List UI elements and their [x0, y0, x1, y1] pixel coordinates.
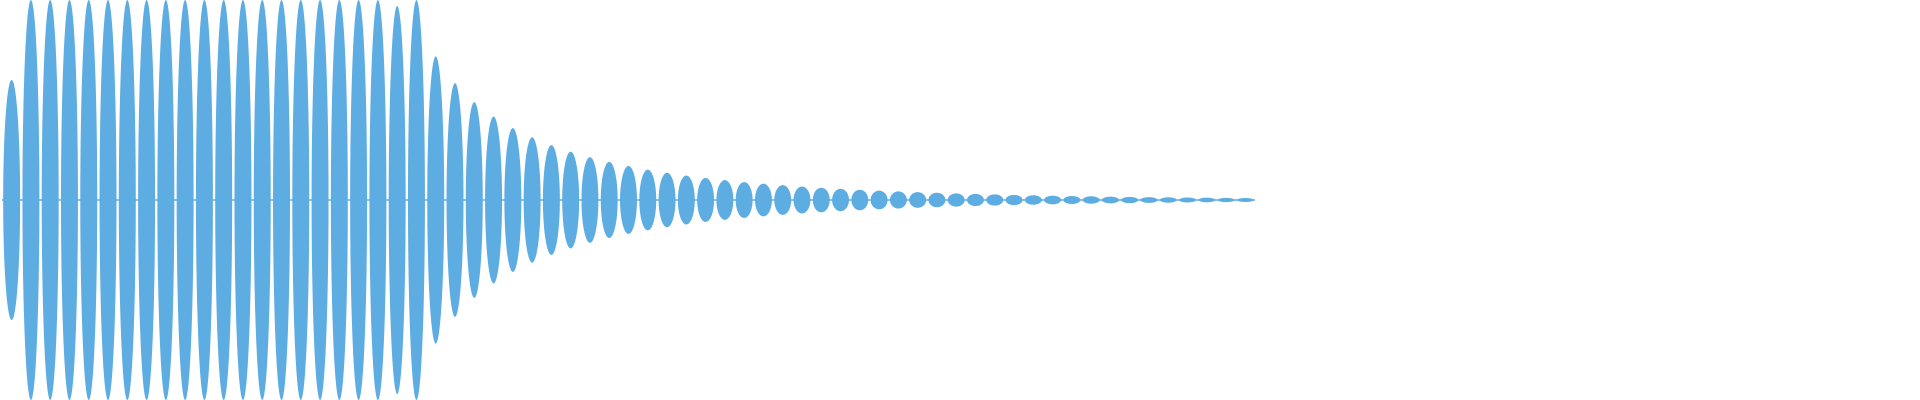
waveform-lobe	[3, 80, 21, 320]
waveform-lobe	[1005, 194, 1023, 206]
waveform-lobe	[1198, 197, 1216, 203]
waveform-lobe	[677, 175, 695, 225]
waveform-lobe	[176, 0, 194, 400]
waveform-lobe	[1217, 197, 1235, 203]
waveform-lobe	[22, 0, 40, 400]
waveform-lobe	[1121, 196, 1139, 204]
waveform-lobe	[1140, 197, 1158, 203]
waveform-lobe	[369, 0, 387, 400]
waveform-lobe	[986, 194, 1004, 206]
waveform-lobe	[138, 0, 156, 400]
waveform-lobe	[99, 0, 117, 400]
waveform-lobe	[485, 116, 503, 284]
waveform-lobe	[41, 0, 59, 400]
waveform-lobe	[234, 0, 252, 400]
waveform-lobe	[967, 193, 984, 207]
waveform-lobe	[812, 187, 830, 213]
waveform-lobe	[118, 0, 136, 400]
waveform-lobe	[581, 157, 599, 243]
waveform-lobe	[195, 0, 213, 400]
waveform-lobe	[928, 192, 946, 208]
waveform-lobe	[889, 191, 907, 209]
waveform-lobe	[947, 193, 965, 207]
waveform-lobe	[658, 172, 676, 228]
waveform-lobe	[388, 6, 406, 394]
waveform-lobe	[639, 169, 657, 231]
waveform-lobe	[909, 192, 927, 208]
waveform-lobe	[832, 188, 850, 212]
waveform-lobe	[600, 161, 618, 239]
waveform-lobe	[1101, 196, 1119, 204]
waveform-lobe	[1082, 196, 1100, 204]
waveform-lobe	[273, 0, 290, 400]
waveform-lobe	[754, 183, 772, 217]
waveform-lobe	[774, 185, 792, 215]
waveform-lobe	[1179, 197, 1197, 203]
waveform-lobe	[1044, 195, 1062, 205]
waveform-lobe	[80, 0, 98, 400]
waveform-lobe	[292, 0, 310, 400]
waveform-lobe	[1024, 195, 1042, 205]
waveform-lobe	[1159, 197, 1177, 203]
waveform-lobe	[735, 181, 753, 219]
waveform-lobe	[1063, 195, 1081, 205]
waveform-lobe	[870, 190, 888, 210]
waveform-lobe	[793, 186, 811, 214]
waveform-lobe	[542, 145, 560, 255]
waveform-lobe	[523, 137, 541, 263]
waveform-lobe	[253, 0, 271, 400]
waveform-lobe	[620, 166, 637, 234]
waveform-lobe	[562, 151, 580, 249]
waveform-lobe	[215, 0, 233, 400]
waveform-lobe	[446, 83, 464, 317]
waveform-lobe	[716, 180, 734, 220]
waveform-lobe	[350, 0, 368, 400]
waveform-lobe	[1236, 198, 1254, 202]
waveform-lobe	[697, 177, 715, 223]
waveform-lobe	[465, 102, 483, 298]
waveform-lobe	[311, 0, 329, 400]
waveform-lobe	[427, 56, 445, 344]
waveform-lobe	[504, 127, 522, 273]
waveform-lobe	[60, 0, 78, 400]
waveform-lobes	[3, 0, 1254, 400]
waveform-lobe	[330, 0, 348, 400]
waveform-lobe	[407, 0, 425, 400]
waveform-lobe	[157, 0, 175, 400]
waveform-lobe	[851, 189, 869, 211]
